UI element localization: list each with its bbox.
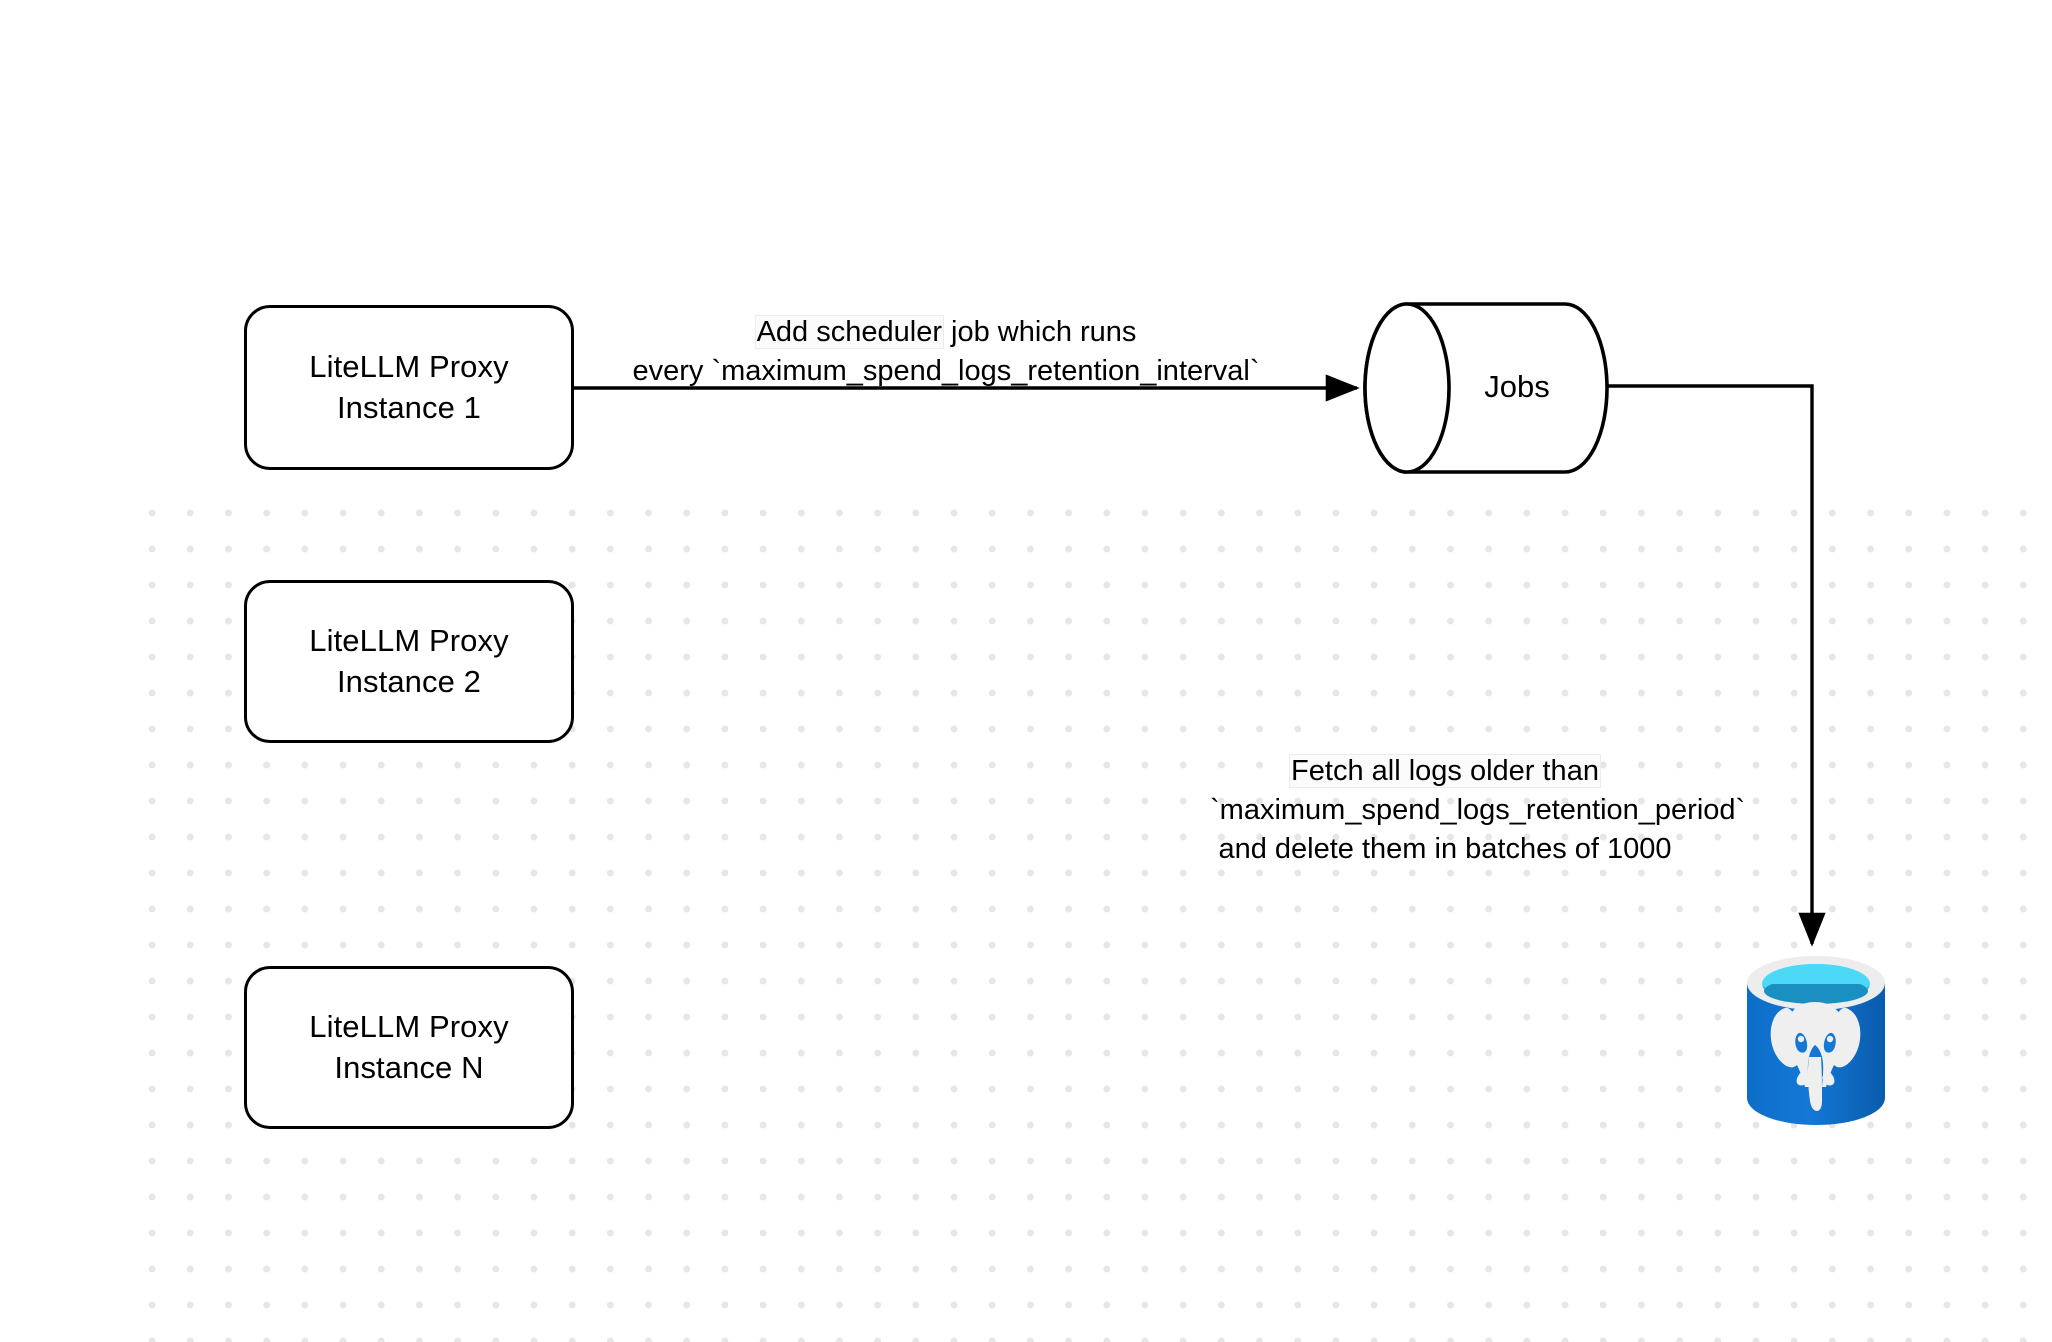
postgresql-elephant-icon: [1747, 956, 1885, 1125]
node-label-jobs: Jobs: [1484, 369, 1550, 404]
edge-label-line-1: Add scheduler job which runs: [596, 313, 1296, 352]
node-label-line-1: LiteLLM Proxy: [309, 349, 509, 385]
node-postgres-database[interactable]: [1745, 953, 1887, 1128]
node-jobs-cylinder[interactable]: Jobs: [1365, 303, 1607, 471]
node-label-line-1: LiteLLM Proxy: [309, 623, 509, 659]
edge-label-line-1: Fetch all logs older than: [1210, 752, 1680, 791]
jobs-cylinder-shape: [1363, 302, 1609, 474]
node-label-line-1: LiteLLM Proxy: [309, 1009, 509, 1045]
elephant-glyph: [1770, 1002, 1861, 1111]
elephant-eye-dots: [1797, 1035, 1834, 1043]
edge-label-line-1-rest: job which runs: [942, 316, 1137, 348]
node-label-line-2: Instance 2: [336, 663, 482, 699]
edge-jobs-to-postgres: [1607, 384, 1826, 947]
node-litellm-proxy-instance-2[interactable]: LiteLLM Proxy Instance 2: [244, 580, 574, 743]
edge-label-highlight: Fetch all logs older than: [1290, 755, 1600, 787]
edge-label-line-2: `maximum_spend_logs_retention_period`: [1210, 793, 1746, 826]
node-label-line-2: Instance N: [334, 1049, 484, 1085]
edge-label-scheduler: Add scheduler job which runs every `maxi…: [596, 313, 1296, 391]
node-litellm-proxy-instance-n[interactable]: LiteLLM Proxy Instance N: [244, 966, 574, 1129]
edge-label-fetch: Fetch all logs older than `maximum_spend…: [1210, 752, 1746, 869]
node-litellm-proxy-instance-1[interactable]: LiteLLM Proxy Instance 1: [244, 305, 574, 470]
node-label-line-2: Instance 1: [336, 389, 482, 425]
edge-label-line-2: every `maximum_spend_logs_retention_inte…: [632, 354, 1260, 387]
edge-label-line-3: and delete them in batches of 1000: [1218, 832, 1672, 865]
edge-label-highlight: Add scheduler: [755, 316, 943, 348]
